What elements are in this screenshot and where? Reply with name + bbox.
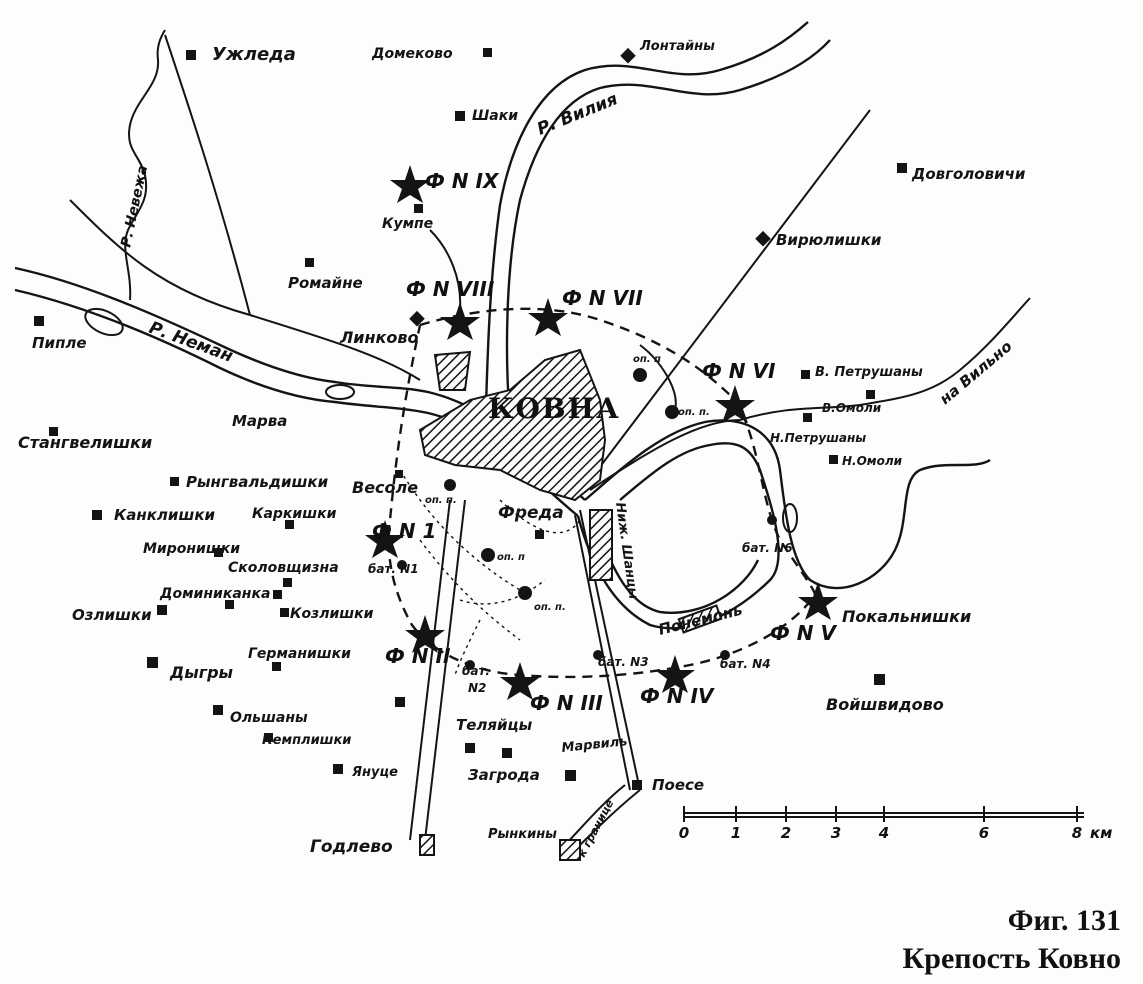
scale-tick-label: 3	[831, 824, 841, 842]
place-label: Ольшаны	[230, 710, 308, 726]
fort-5-marker	[798, 582, 838, 620]
place-label: Домеково	[371, 46, 453, 62]
battery-3-label: бат. N3	[598, 655, 649, 669]
strongpoint-markers	[397, 368, 777, 670]
fort-3-label: Ф N III	[530, 691, 603, 715]
scale-tick-label: 1	[731, 824, 741, 842]
place-label: Шаки	[472, 108, 518, 124]
fort-markers	[365, 165, 838, 700]
fort-4-label: Ф N IV	[640, 684, 715, 708]
scale-tick-label: 4	[878, 824, 889, 842]
fort-2-marker	[405, 615, 445, 653]
fort-1-marker	[365, 520, 405, 558]
city-kovna	[418, 348, 723, 861]
figure-number: Фиг. 131	[1007, 904, 1121, 937]
strongpoint-c-label: оп. п.	[425, 495, 457, 506]
strongpoint-b-label: оп. п.	[678, 407, 710, 418]
place-label: Покальнишки	[842, 607, 971, 626]
place-label: Доминиканка	[159, 586, 270, 602]
place-label: Германишки	[248, 646, 351, 662]
scale-tick-label: 2	[781, 824, 791, 842]
strongpoint-d-label: оп. п	[497, 552, 525, 563]
place-label: Лонтайны	[639, 39, 715, 54]
place-label: В.Омоли	[822, 401, 882, 415]
river-nevezha	[124, 29, 166, 301]
river-neman-label: Р. Неман	[146, 318, 235, 367]
fort-1-label: Ф N 1	[372, 519, 436, 543]
fort-3-marker	[500, 662, 540, 700]
place-label: Марвиль	[561, 734, 628, 756]
battery-1-label: бат. N1	[368, 562, 419, 576]
river-nevezha-label: Р. Невежа	[118, 164, 151, 249]
place-label: Кумпе	[382, 216, 433, 232]
place-label: Марва	[232, 412, 287, 430]
place-label: Кемплишки	[262, 733, 351, 748]
road-to-vilno-label: на Вильно	[936, 337, 1016, 408]
fortress-map: КОВНА Р. Неман Р. Вилия Р. Невежа на Вил…	[14, 21, 1112, 861]
inner-trenches	[399, 469, 581, 676]
place-label: Рынкины	[488, 827, 557, 842]
figure-caption: Фиг. 131 Крепость Ковно	[903, 902, 1121, 978]
scale-tick-label: 0	[679, 824, 689, 842]
battery-4-label: бат. N4	[720, 657, 771, 671]
roads	[69, 34, 871, 856]
place-label: Н.Омоли	[842, 454, 903, 468]
scale-unit: км	[1090, 824, 1112, 842]
fort-6-label: Ф N VI	[702, 359, 776, 383]
place-label: Н.Петрушаны	[770, 431, 866, 445]
place-label: Теляйцы	[456, 716, 533, 734]
place-label: В. Петрушаны	[815, 365, 923, 380]
fort-2-label: Ф N II	[385, 644, 451, 668]
fort-7-marker	[528, 298, 568, 336]
scale-bar: 0 1 2 3 4 6 8 км	[679, 806, 1112, 842]
place-label: Линково	[339, 328, 419, 347]
battery-6-label: бат. N6	[742, 541, 793, 555]
figure-title: Крепость Ковно	[902, 942, 1121, 975]
place-label: Козлишки	[290, 606, 374, 622]
place-label: Стангвелишки	[18, 433, 152, 452]
place-label: Рынгвальдишки	[186, 473, 329, 491]
place-label: Каркишки	[252, 506, 337, 522]
strongpoint-e-label: оп. п.	[534, 602, 566, 613]
place-label: Канклишки	[114, 506, 216, 524]
place-label: Фреда	[498, 503, 564, 523]
place-label: Ромайне	[288, 274, 363, 292]
fort-7-label: Ф N VII	[562, 286, 643, 310]
place-label: Поесе	[652, 776, 704, 794]
battery-2a-label: бат.	[462, 664, 490, 678]
fort-9-label: Ф N IX	[425, 169, 500, 193]
fortress-perimeter	[387, 307, 817, 679]
strongpoint-a-label: оп. п	[633, 354, 661, 365]
village-markers	[34, 47, 907, 790]
place-label: Загрода	[468, 766, 540, 784]
place-label: Сколовщизна	[228, 560, 339, 576]
fort-8-marker	[440, 302, 480, 340]
place-label: Ниж. Шанцы	[612, 501, 640, 600]
fort-4-marker	[655, 655, 695, 693]
tributary-northeast	[739, 297, 1031, 421]
scale-tick-label: 8	[1072, 824, 1082, 842]
place-label: Годлево	[310, 837, 393, 857]
scale-tick-label: 6	[979, 824, 989, 842]
place-label: Весоле	[352, 478, 418, 497]
fort-8-label: Ф N VIII	[406, 277, 495, 301]
place-label: Миронишки	[143, 541, 240, 557]
place-label: Озлишки	[72, 606, 152, 624]
place-label: Пипле	[32, 334, 87, 352]
fort-6-marker	[715, 385, 755, 423]
city-label: КОВНА	[488, 392, 621, 425]
battery-2b-label: N2	[468, 681, 486, 695]
fort-9-marker	[390, 165, 430, 203]
place-label: Понемонь	[657, 601, 745, 639]
place-label: Януце	[351, 765, 398, 780]
place-label: Войшвидово	[826, 695, 944, 714]
place-label: Довголовичи	[911, 165, 1026, 183]
fort-5-label: Ф N V	[770, 621, 837, 645]
place-label: Вирюлишки	[776, 231, 882, 249]
place-label: Ужледа	[212, 44, 296, 65]
place-label: Дыгры	[169, 663, 234, 682]
